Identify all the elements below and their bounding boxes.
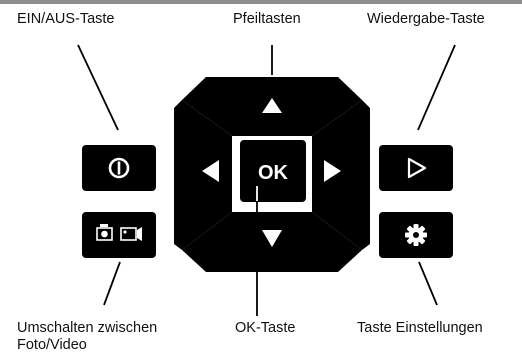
mode-switch-label-line2: Foto/Video	[17, 337, 87, 353]
ok-key-label: OK	[258, 162, 289, 184]
arrow-keys-label: Pfeiltasten	[233, 11, 301, 27]
power-icon	[108, 157, 130, 179]
camera-icon	[96, 224, 113, 241]
power-leader-line	[77, 44, 119, 131]
mode-leader-line	[103, 261, 121, 306]
arrow-right-icon	[324, 160, 341, 182]
playback-leader-line	[417, 44, 456, 131]
play-outline-icon	[407, 157, 427, 179]
right-key[interactable]	[312, 100, 370, 250]
playback-key[interactable]	[379, 145, 453, 191]
mode-switch-label-line1: Umschalten zwischen	[17, 320, 158, 336]
settings-leader-line	[418, 261, 438, 306]
playback-key-label: Wiedergabe-Taste	[367, 11, 485, 27]
leader-lines	[77, 44, 456, 306]
settings-key-label: Taste Einstellungen	[357, 320, 483, 336]
arrow-up-icon	[262, 98, 282, 113]
video-camera-icon	[120, 227, 142, 241]
photo-video-key[interactable]	[82, 212, 156, 258]
gear-icon	[405, 224, 427, 246]
left-key[interactable]	[174, 100, 232, 250]
arrow-down-icon	[262, 230, 282, 247]
power-key-label: EIN/AUS-Taste	[17, 11, 115, 27]
top-rule	[0, 0, 522, 4]
d-pad-arrows	[202, 98, 341, 247]
ok-key-caption: OK-Taste	[235, 320, 296, 336]
arrow-left-icon	[202, 160, 219, 182]
